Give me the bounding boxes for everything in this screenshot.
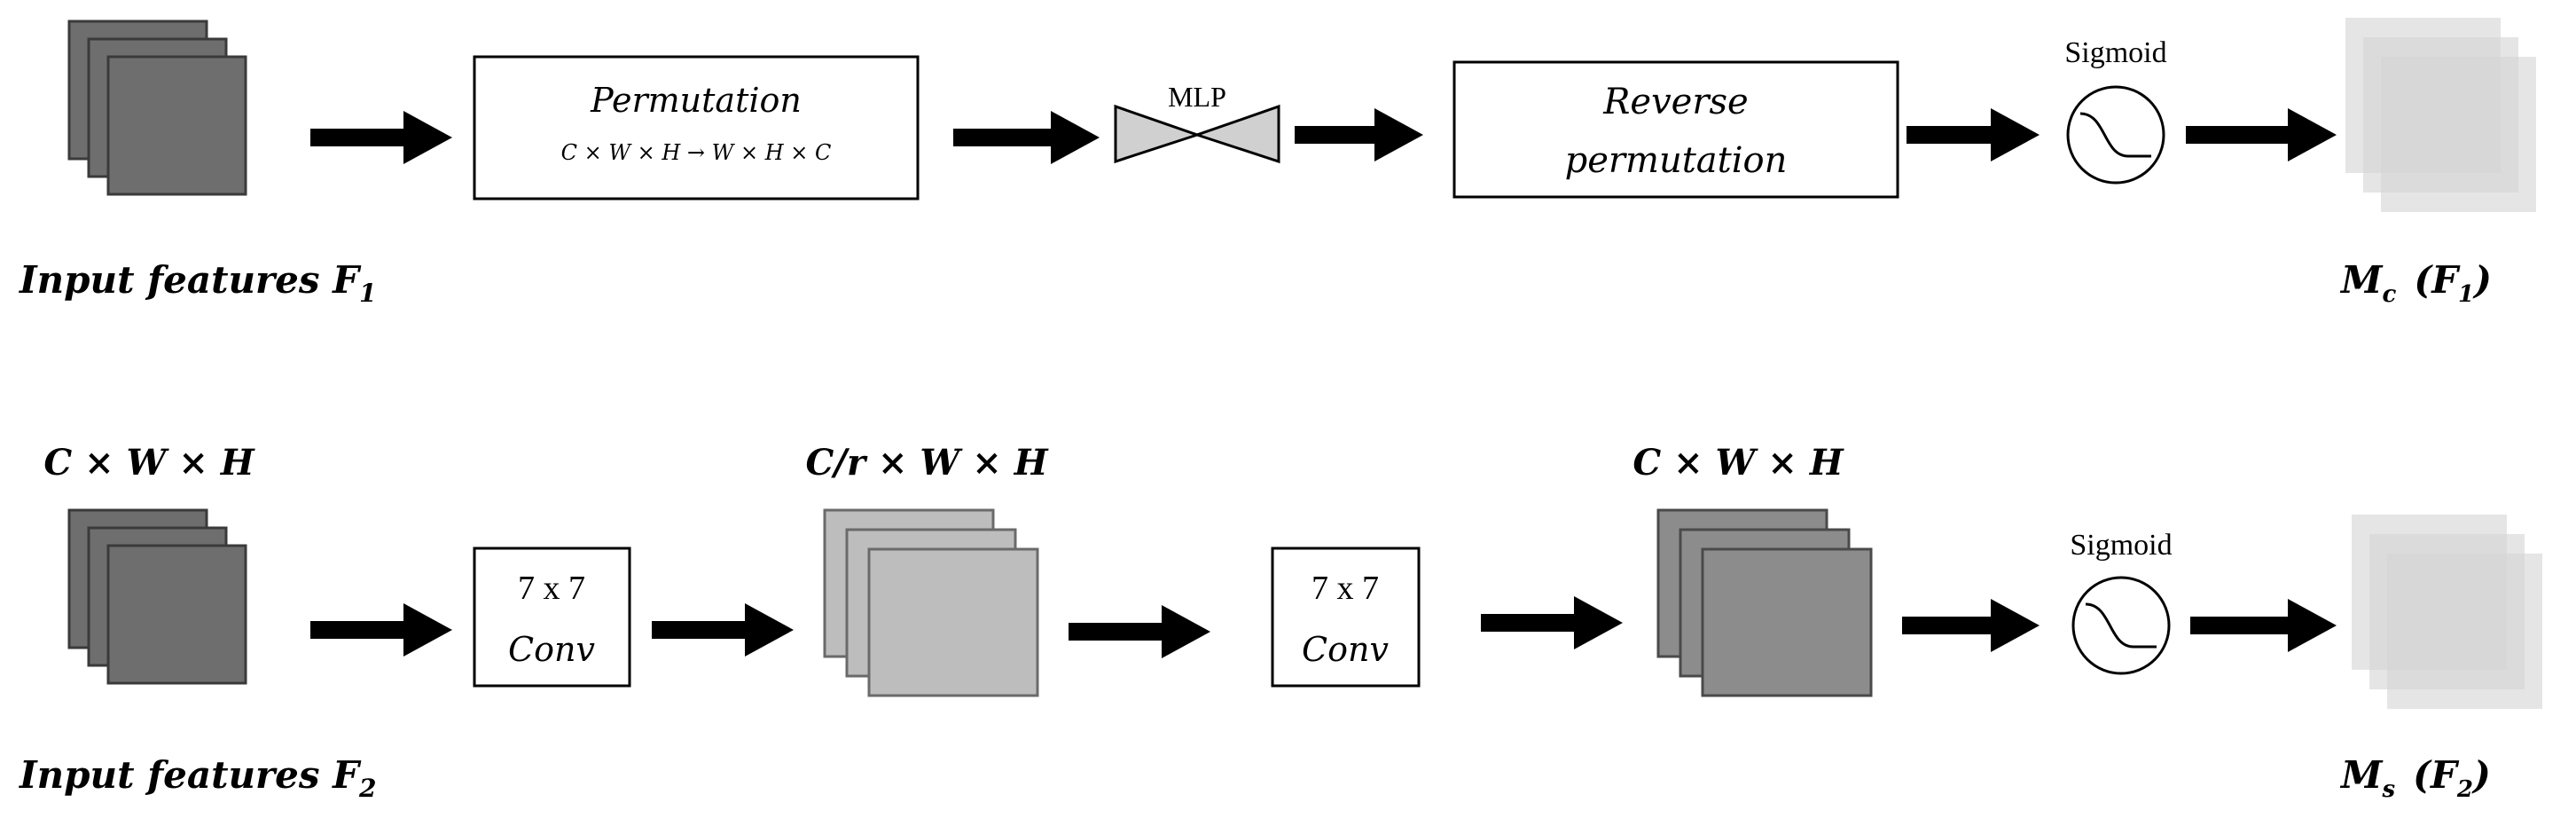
sigmoid-label-1: Sigmoid [2064, 36, 2166, 69]
sigmoid-label-2: Sigmoid [2070, 529, 2172, 562]
arrow-1-5 [2186, 108, 2337, 161]
restored-feature-stack [1656, 508, 1873, 697]
conv-box-2: 7 x 7 Conv [1271, 547, 1421, 688]
arrow-1-3 [1295, 108, 1423, 161]
input-feature-stack-2 [67, 508, 247, 685]
arrow-2-2 [652, 603, 794, 657]
permutation-box: Permutation C × W × H → W × H × C [473, 55, 920, 201]
dim-label-1: C × W × H [43, 442, 254, 484]
reverse-permutation-box: Reverse permutation [1452, 60, 1899, 199]
arrow-1-2 [953, 111, 1100, 164]
output-attention-map-1 [2345, 18, 2536, 212]
permutation-formula: C × W × H → W × H × C [561, 140, 832, 165]
output-attention-map-2 [2352, 515, 2542, 709]
output-label-1: Mc(F1) [2339, 258, 2492, 308]
conv-box-1: 7 x 7 Conv [473, 547, 631, 688]
mlp-label: MLP [1168, 81, 1226, 113]
permutation-title: Permutation [590, 81, 802, 120]
dim-label-3: C × W × H [1633, 442, 1844, 484]
conv2-line1: 7 x 7 [1311, 570, 1379, 607]
arrow-2-4 [1481, 596, 1623, 649]
arrow-1-1 [310, 111, 452, 164]
arrow-2-6 [2190, 599, 2337, 652]
dim-label-2: C/r × W × H [806, 442, 1049, 484]
sigmoid-block-1: Sigmoid [2064, 36, 2167, 185]
output-label-2: Ms(F2) [2339, 753, 2491, 803]
arrow-2-5 [1902, 599, 2040, 652]
arrow-1-4 [1907, 108, 2040, 161]
conv1-line1: 7 x 7 [518, 570, 585, 607]
sigmoid-block-2: Sigmoid [2070, 529, 2173, 675]
arrow-2-1 [310, 603, 452, 657]
input-label-1: Input features F1 [19, 258, 376, 308]
conv1-line2: Conv [508, 630, 595, 669]
input-feature-stack-1 [67, 20, 247, 196]
reverse-line2: permutation [1565, 140, 1788, 181]
reduced-feature-stack [823, 508, 1039, 697]
arrow-2-3 [1069, 605, 1210, 658]
reverse-line1: Reverse [1602, 82, 1748, 122]
input-label-2: Input features F2 [19, 753, 376, 803]
mlp-block: MLP [1114, 81, 1280, 164]
conv2-line2: Conv [1302, 630, 1389, 669]
